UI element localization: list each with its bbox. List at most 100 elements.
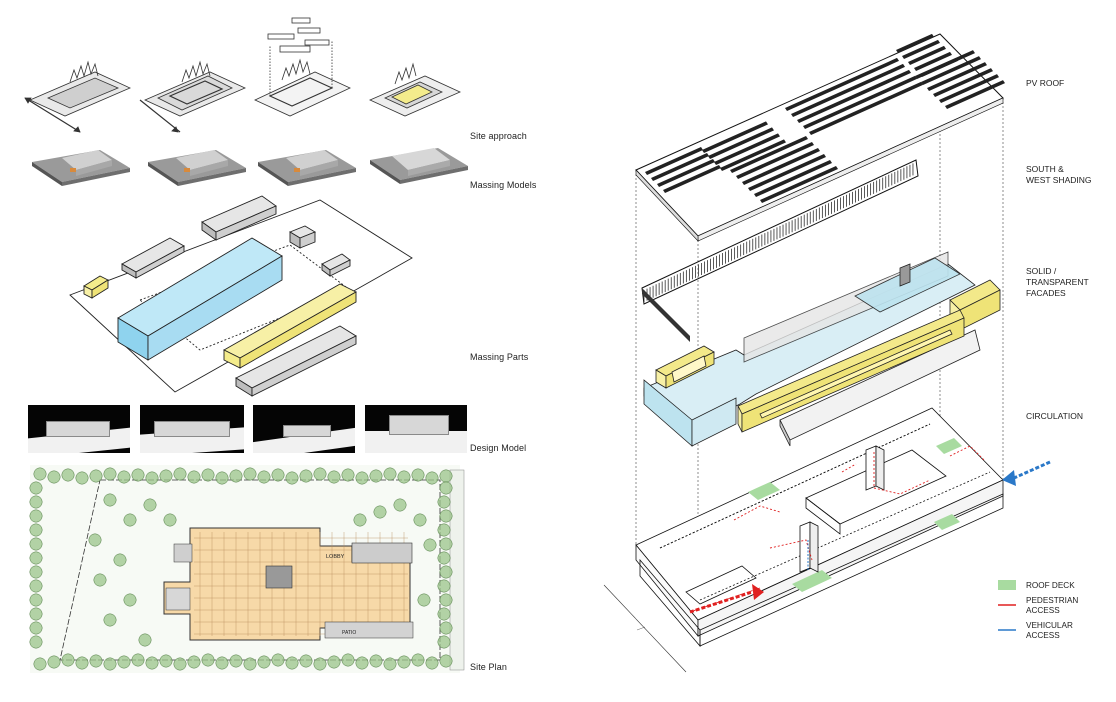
site-approach-drawings (24, 17, 461, 133)
tree-icon (355, 471, 369, 485)
tree-icon (327, 655, 341, 669)
massing-model-2 (148, 150, 246, 186)
pv-panel-strip (797, 69, 911, 123)
tree-icon (145, 656, 159, 670)
label-pv-roof: PV ROOF (1026, 78, 1065, 88)
roof-deck-patch (936, 438, 962, 454)
tree-icon (159, 469, 173, 483)
tree-icon (411, 468, 425, 482)
tree-icon (75, 471, 89, 485)
pv-panel-strip (785, 57, 899, 111)
tree-icon (29, 565, 43, 579)
site-approach-1 (24, 60, 131, 133)
tree-icon (369, 654, 383, 668)
pv-roof (635, 33, 1005, 242)
tree-icon (29, 509, 43, 523)
tree-icon (299, 469, 313, 483)
pv-panel-strip (915, 50, 975, 79)
tree-icon (201, 468, 215, 482)
massing-model-1 (32, 150, 130, 186)
tree-icon (369, 469, 383, 483)
tree-icon (439, 481, 453, 495)
plan-trees (29, 467, 453, 671)
tree-icon (117, 655, 131, 669)
tree-icon (47, 470, 61, 484)
tree-icon (113, 553, 127, 567)
tree-icon (439, 509, 453, 523)
tree-icon (313, 657, 327, 671)
pv-panel-strip (914, 51, 952, 71)
pv-panel-strip (921, 56, 981, 85)
pv-panel-strip (645, 146, 703, 175)
tree-icon (29, 523, 43, 537)
tree-icon (299, 654, 313, 668)
tree-icon (285, 471, 299, 485)
vehicular-entry-arrow (807, 460, 1051, 570)
roof-deck-patch (934, 514, 960, 530)
legend-roof-deck-label: ROOF DECK (1026, 581, 1075, 590)
tree-icon (88, 533, 102, 547)
tree-icon (29, 537, 43, 551)
tree-icon (229, 469, 243, 483)
tree-icon (397, 470, 411, 484)
design-model-photo-1 (28, 405, 130, 453)
tree-icon (437, 579, 451, 593)
plan-stair-core (265, 565, 293, 589)
pv-panel-strip (945, 80, 1005, 109)
tree-icon (353, 513, 367, 527)
massing-model-3 (258, 150, 356, 186)
pv-panel-strip (791, 63, 905, 117)
site-approach-2 (139, 60, 246, 133)
tree-icon (425, 471, 439, 485)
site-plan: LOBBY PATIO (29, 465, 465, 673)
pv-panel-strip (730, 136, 808, 173)
tree-icon (413, 513, 427, 527)
tree-icon (439, 537, 453, 551)
tree-icon (143, 498, 157, 512)
tree-icon (437, 607, 451, 621)
tree-icon (229, 654, 243, 668)
tree-icon (411, 653, 425, 667)
tree-icon (439, 654, 453, 668)
pv-panel-strip (748, 154, 826, 191)
shading-hatch (643, 163, 914, 302)
tree-icon (29, 635, 43, 649)
tree-icon (373, 505, 387, 519)
pedestrian-entry-arrow (689, 584, 764, 614)
label-circulation: CIRCULATION (1026, 411, 1083, 421)
site-approach-4 (369, 62, 461, 117)
tree-icon (47, 655, 61, 669)
tree-icon (437, 495, 451, 509)
tree-icon (117, 470, 131, 484)
tree-icon (29, 593, 43, 607)
ground-line (603, 584, 687, 673)
tree-icon (393, 498, 407, 512)
label-site-approach: Site approach (470, 131, 527, 141)
tree-icon (29, 607, 43, 621)
tree-icon (243, 657, 257, 671)
site-approach-3 (254, 17, 351, 117)
roof-deck-patch (748, 482, 780, 500)
tree-icon (163, 513, 177, 527)
tree-icon (89, 469, 103, 483)
tree-icon (285, 656, 299, 670)
tree-icon (341, 653, 355, 667)
label-site-plan: Site Plan (470, 662, 507, 672)
tree-icon (397, 655, 411, 669)
tree-icon (131, 468, 145, 482)
legend-roof-deck-swatch (998, 580, 1016, 590)
facades-layer (643, 251, 1001, 447)
circulation-layer (635, 407, 1004, 648)
pv-panel-strip (657, 158, 715, 187)
shading-screen (641, 159, 919, 342)
pv-panel-strip (702, 121, 768, 153)
tree-icon (173, 657, 187, 671)
tree-icon (187, 655, 201, 669)
plan-lobby-label: LOBBY (326, 554, 345, 560)
pv-panel-strip (896, 33, 934, 53)
tree-icon (159, 654, 173, 668)
roof-deck-patch (792, 570, 832, 592)
pv-panel-strip (927, 62, 987, 91)
